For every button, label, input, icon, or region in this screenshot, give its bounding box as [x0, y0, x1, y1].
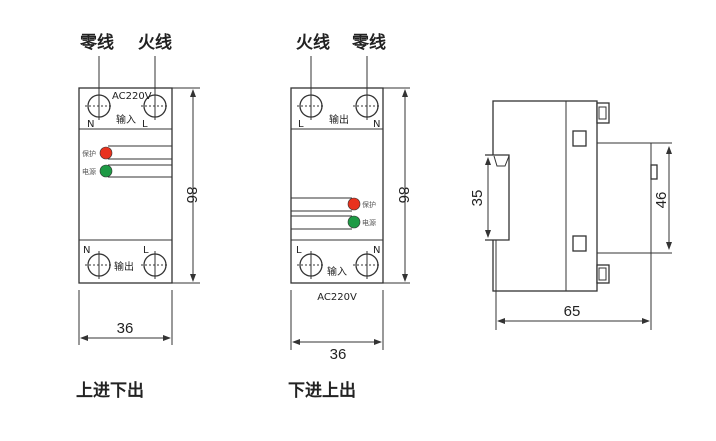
l-label: L	[298, 119, 304, 130]
device-body	[78, 87, 173, 284]
voltage-label: AC220V	[317, 292, 357, 303]
caption: 上进下出	[76, 380, 144, 401]
input-label: 输入	[327, 265, 347, 278]
protect-led	[347, 197, 361, 211]
power-led	[99, 164, 113, 178]
height-dimension: 86	[395, 187, 412, 204]
width-dimension: 36	[330, 346, 347, 363]
input-label: 输入	[116, 113, 136, 126]
l-label-bottom: L	[143, 245, 149, 256]
l-label-bottom: L	[296, 245, 302, 256]
power-label: 电源	[362, 218, 376, 227]
device-body	[290, 87, 384, 284]
output-label: 输出	[114, 260, 134, 273]
live-wire-label: 火线	[296, 32, 330, 53]
power-led	[347, 215, 361, 229]
front-height-dimension: 46	[653, 192, 670, 209]
neutral-wire-label: 零线	[351, 32, 386, 53]
protect-label: 保护	[362, 200, 376, 209]
power-label: 电源	[82, 167, 96, 176]
protect-label: 保护	[82, 149, 96, 158]
caption: 下进上出	[288, 380, 356, 401]
n-label-bottom: N	[83, 245, 90, 256]
protect-led	[99, 146, 113, 160]
neutral-wire-label: 零线	[79, 32, 114, 53]
output-label: 输出	[329, 113, 349, 126]
width-dimension: 36	[117, 320, 134, 337]
right-device-front-view: 火线 零线 输出 L N 保护 电源 L N 输入 AC220V 86 36 下…	[288, 32, 412, 401]
left-device-front-view: 零线 火线 AC220V 输入 N L 保护 电源 N L 输出 86 36 上…	[76, 32, 200, 401]
height-dimension: 86	[183, 187, 200, 204]
n-label: N	[87, 119, 94, 130]
n-label-bottom: N	[373, 245, 380, 256]
depth-dimension: 65	[564, 303, 581, 320]
rail-dimension: 35	[469, 190, 486, 207]
n-label: N	[373, 119, 380, 130]
live-wire-label: 火线	[138, 32, 172, 53]
l-label: L	[142, 119, 148, 130]
voltage-label: AC220V	[112, 91, 152, 102]
side-view: 46 35 65	[469, 100, 672, 330]
